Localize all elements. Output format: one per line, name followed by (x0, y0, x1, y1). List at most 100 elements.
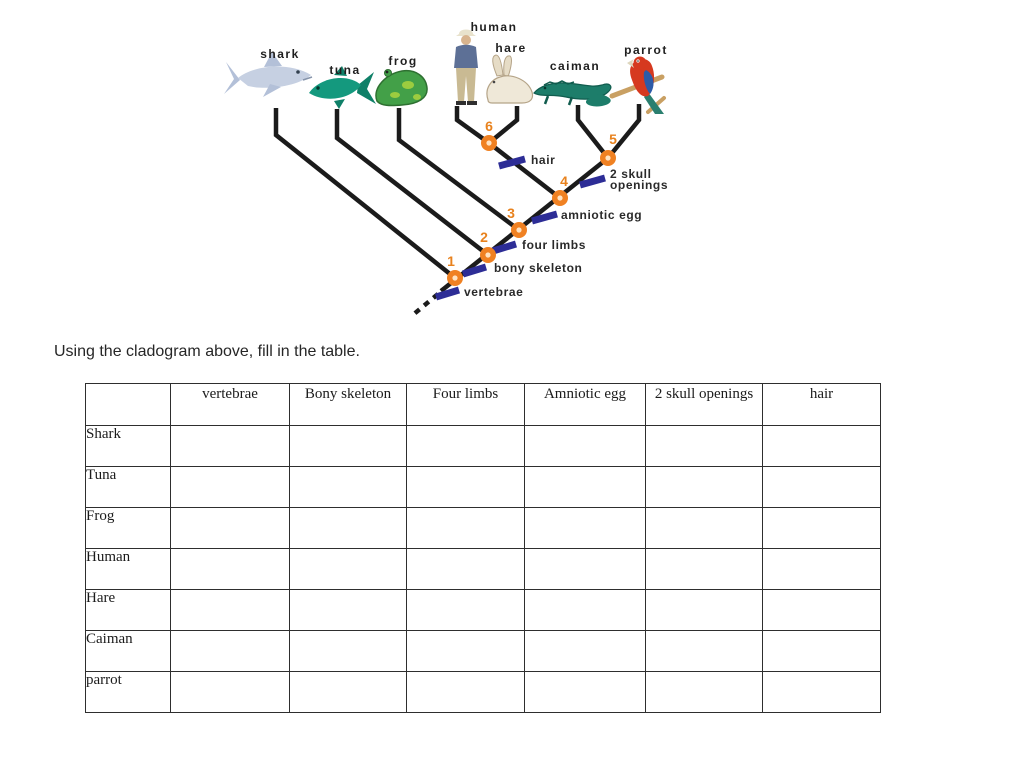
cell-tuna-bony-skeleton[interactable] (289, 466, 407, 508)
row-label-tuna: Tuna (85, 466, 171, 508)
cell-frog-vertebrae[interactable] (170, 507, 290, 549)
cell-parrot-amniotic-egg[interactable] (524, 671, 646, 713)
shark-image (224, 52, 313, 97)
header-four-limbs: Four limbs (406, 383, 525, 426)
frog-image (375, 69, 428, 107)
cell-hare-vertebrae[interactable] (170, 589, 290, 631)
table-row-shark: Shark (85, 425, 881, 467)
caiman-image (533, 80, 612, 107)
cell-tuna-vertebrae[interactable] (170, 466, 290, 508)
cell-hare-hair[interactable] (762, 589, 881, 631)
amniotic-egg-mark (531, 210, 558, 225)
table-row-caiman: Caiman (85, 630, 881, 672)
cell-shark-skull-openings[interactable] (645, 425, 763, 467)
header-empty (85, 383, 171, 426)
trait-label-hair: hair (531, 153, 556, 167)
four-limbs-mark (491, 240, 518, 255)
animal-label-tuna: tuna (329, 63, 361, 77)
cell-human-amniotic-egg[interactable] (524, 548, 646, 590)
node-number-5: 5 (609, 131, 617, 147)
trait-marks (434, 155, 606, 301)
table-row-parrot: parrot (85, 671, 881, 713)
cell-human-vertebrae[interactable] (170, 548, 290, 590)
row-label-parrot: parrot (85, 671, 171, 713)
cell-tuna-skull-openings[interactable] (645, 466, 763, 508)
cell-hare-four-limbs[interactable] (406, 589, 525, 631)
cell-shark-amniotic-egg[interactable] (524, 425, 646, 467)
animal-label-parrot: parrot (624, 43, 668, 57)
cell-parrot-four-limbs[interactable] (406, 671, 525, 713)
bony-skeleton-mark (461, 263, 488, 278)
cell-tuna-four-limbs[interactable] (406, 466, 525, 508)
cell-caiman-hair[interactable] (762, 630, 881, 672)
cell-human-hair[interactable] (762, 548, 881, 590)
animal-label-human: human (470, 20, 518, 34)
table-row-tuna: Tuna (85, 466, 881, 508)
cell-frog-skull-openings[interactable] (645, 507, 763, 549)
branch-human (454, 106, 491, 145)
row-label-shark: Shark (85, 425, 171, 467)
skull-openings-mark (579, 174, 606, 189)
cell-shark-four-limbs[interactable] (406, 425, 525, 467)
row-label-hare: Hare (85, 589, 171, 631)
node-number-3: 3 (507, 205, 515, 221)
cell-human-four-limbs[interactable] (406, 548, 525, 590)
branch-tuna (334, 109, 490, 257)
cell-hare-skull-openings[interactable] (645, 589, 763, 631)
trait-label-amniotic-egg: amniotic egg (561, 208, 643, 222)
animal-label-frog: frog (388, 54, 418, 68)
cell-parrot-vertebrae[interactable] (170, 671, 290, 713)
animal-label-caiman: caiman (549, 59, 601, 73)
tree-nodes (447, 135, 616, 286)
cell-human-bony-skeleton[interactable] (289, 548, 407, 590)
branch-shark (273, 108, 457, 280)
header-hair: hair (762, 383, 881, 426)
cell-tuna-amniotic-egg[interactable] (524, 466, 646, 508)
header-amniotic-egg: Amniotic egg (524, 383, 646, 426)
vertebrae-mark (434, 286, 461, 301)
cell-shark-vertebrae[interactable] (170, 425, 290, 467)
cell-caiman-skull-openings[interactable] (645, 630, 763, 672)
node-number-6: 6 (485, 118, 493, 134)
table-row-frog: Frog (85, 507, 881, 549)
cell-caiman-vertebrae[interactable] (170, 630, 290, 672)
cell-shark-hair[interactable] (762, 425, 881, 467)
cell-frog-bony-skeleton[interactable] (289, 507, 407, 549)
cladogram: shark tuna frog human hare caiman parrot… (0, 0, 1019, 335)
cell-hare-bony-skeleton[interactable] (289, 589, 407, 631)
human-image (454, 29, 478, 105)
traits-table: vertebrae Bony skeleton Four limbs Amnio… (85, 383, 881, 713)
cell-frog-hair[interactable] (762, 507, 881, 549)
cell-frog-four-limbs[interactable] (406, 507, 525, 549)
cell-human-skull-openings[interactable] (645, 548, 763, 590)
hair-mark (498, 155, 526, 170)
tuna-image (309, 66, 376, 109)
animal-label-shark: shark (260, 47, 300, 61)
cell-caiman-bony-skeleton[interactable] (289, 630, 407, 672)
branch-mammal-clade (487, 141, 562, 200)
trait-label-four-limbs: four limbs (522, 238, 587, 252)
table-row-human: Human (85, 548, 881, 590)
cladogram-drawing (224, 29, 666, 316)
branch-hare (487, 106, 520, 145)
trait-label-bony-skeleton: bony skeleton (494, 261, 583, 275)
cell-caiman-four-limbs[interactable] (406, 630, 525, 672)
cell-tuna-hair[interactable] (762, 466, 881, 508)
cell-parrot-skull-openings[interactable] (645, 671, 763, 713)
branch-caiman (575, 105, 610, 160)
cell-shark-bony-skeleton[interactable] (289, 425, 407, 467)
cell-caiman-amniotic-egg[interactable] (524, 630, 646, 672)
row-label-human: Human (85, 548, 171, 590)
node-number-1: 1 (447, 253, 455, 269)
cell-parrot-hair[interactable] (762, 671, 881, 713)
header-skull-openings: 2 skull openings (645, 383, 763, 426)
trait-label-skull-openings: 2 skull openings (610, 167, 669, 192)
cell-parrot-bony-skeleton[interactable] (289, 671, 407, 713)
parrot-image (609, 56, 666, 114)
cell-hare-amniotic-egg[interactable] (524, 589, 646, 631)
table-row-hare: Hare (85, 589, 881, 631)
cell-frog-amniotic-egg[interactable] (524, 507, 646, 549)
header-vertebrae: vertebrae (170, 383, 290, 426)
trait-label-vertebrae: vertebrae (464, 285, 524, 299)
